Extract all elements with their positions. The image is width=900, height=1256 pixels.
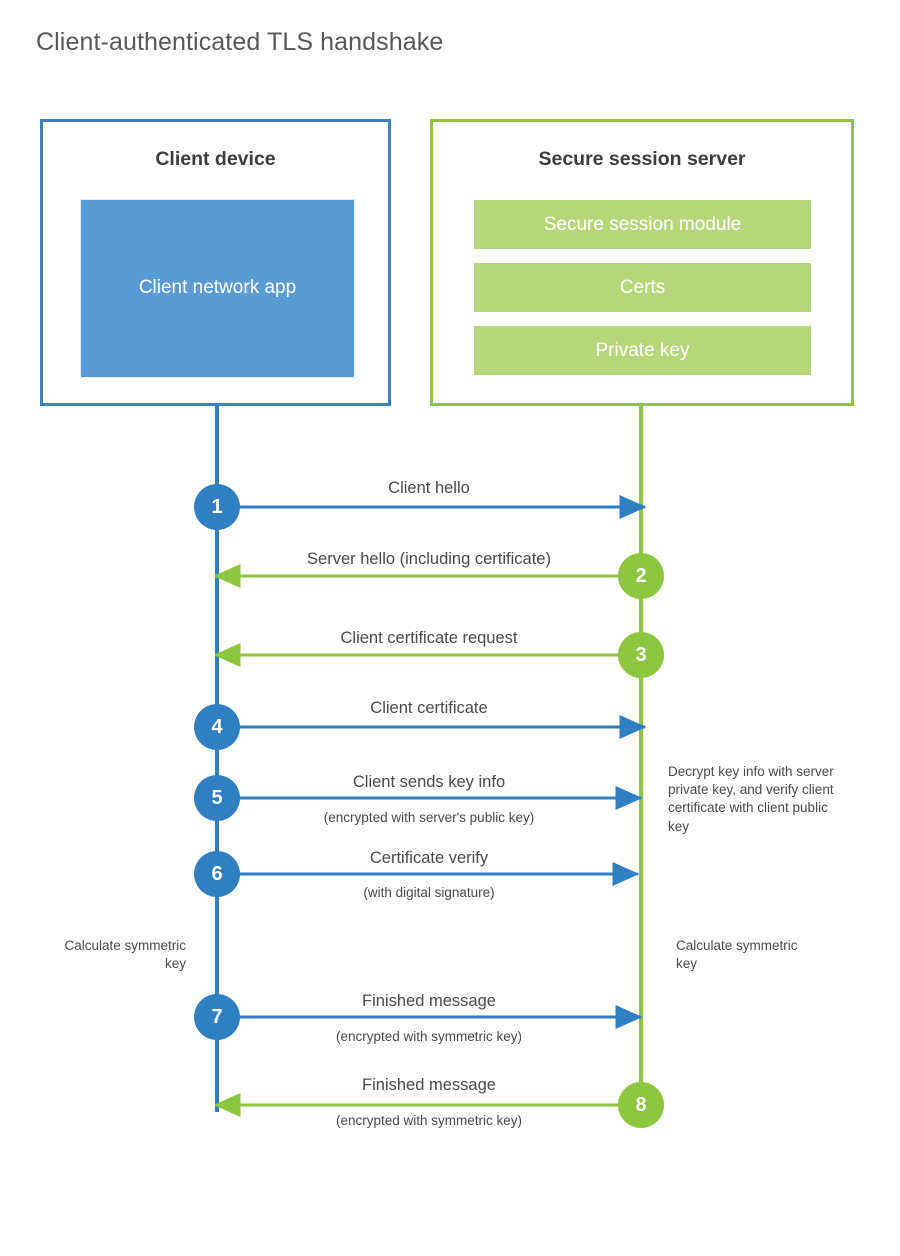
step-marker-2[interactable]: 2 [618,553,664,599]
step-marker-4[interactable]: 4 [194,704,240,750]
step-label-7: Finished message [362,992,496,1010]
client-network-app-label: Client network app [138,277,297,299]
note-server-calculate-symmetric-key: Calculate symmetric key [676,938,798,972]
note-server-decrypt: Decrypt key info with server private key… [668,764,834,834]
step-label-4: Client certificate [370,699,488,717]
server-component-label: Private key [595,339,690,361]
step-marker-7[interactable]: 7 [194,994,240,1040]
page-title: Client-authenticated TLS handshake [36,28,444,56]
client-device-panel: Client device Client network app [40,119,391,406]
step-label-5: Client sends key info [352,773,506,791]
step-number: 7 [211,1005,223,1028]
step-sublabel-5: (encrypted with server's public key) [323,810,535,825]
step-number: 6 [211,862,223,885]
step-label-3: Client certificate request [340,629,518,647]
step-number: 8 [635,1093,647,1116]
step-number: 5 [211,786,223,809]
step-marker-8[interactable]: 8 [618,1082,664,1128]
server-component-label: Certs [619,276,666,298]
client-device-title: Client device [155,148,276,170]
step-sublabel-7: (encrypted with symmetric key) [335,1029,523,1044]
step-marker-6[interactable]: 6 [194,851,240,897]
step-label-8: Finished message [362,1076,496,1094]
step-number: 4 [211,715,223,738]
client-network-app-box: Client network app [80,199,355,378]
server-component-private-key: Private key [474,326,811,375]
step-sublabel-6: (with digital signature) [363,885,495,900]
note-client-calculate-symmetric-key: Calculate symmetric key [64,938,186,972]
server-component-label: Secure session module [543,213,742,235]
server-component-secure-session-module: Secure session module [474,200,811,249]
server-component-certs: Certs [474,263,811,312]
step-marker-3[interactable]: 3 [618,632,664,678]
step-label-1: Client hello [388,479,470,497]
step-number: 1 [211,495,223,518]
secure-session-server-panel: Secure session server Secure session mod… [430,119,854,406]
step-label-6: Certificate verify [369,849,489,867]
step-marker-1[interactable]: 1 [194,484,240,530]
step-number: 3 [635,643,647,666]
step-marker-5[interactable]: 5 [194,775,240,821]
secure-session-server-title: Secure session server [538,148,746,170]
step-label-2: Server hello (including certificate) [307,550,551,568]
step-number: 2 [635,564,647,587]
step-sublabel-8: (encrypted with symmetric key) [335,1113,523,1128]
